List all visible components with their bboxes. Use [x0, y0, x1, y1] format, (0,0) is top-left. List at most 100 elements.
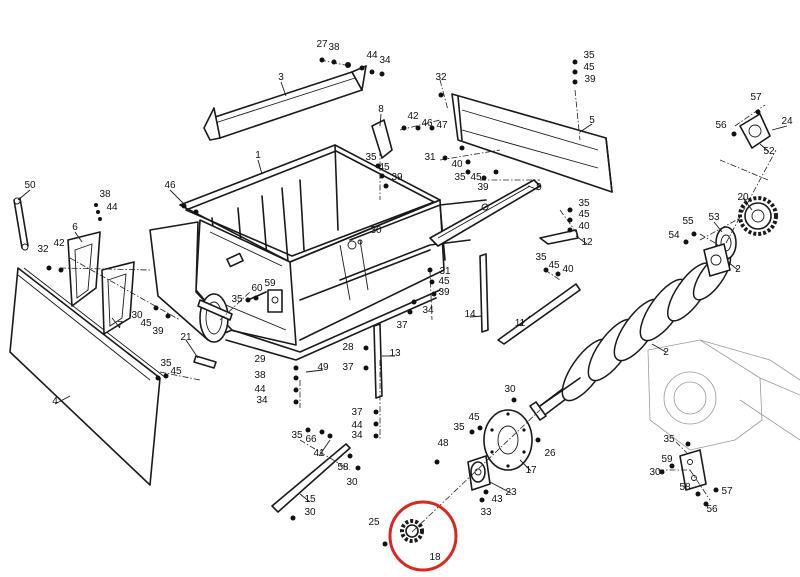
part-6-plate [67, 231, 101, 307]
part-label-23: 23 [505, 487, 517, 498]
part-label-37: 37 [342, 362, 354, 373]
part-label-13: 13 [389, 348, 401, 359]
part-label-50: 50 [24, 180, 36, 191]
part-label-3: 3 [278, 72, 284, 83]
part-13-post [373, 323, 383, 399]
part-label-38: 38 [99, 189, 111, 200]
part-label-30: 30 [370, 225, 382, 236]
part-label-46: 46 [164, 180, 176, 191]
part-label-28: 28 [342, 342, 354, 353]
part-3-top-cover [203, 65, 367, 141]
part-label-45: 45 [468, 412, 480, 423]
part-label-44: 44 [106, 202, 118, 213]
part-label-35: 35 [160, 358, 172, 369]
part-12-blade [539, 229, 579, 245]
part-label-39: 39 [152, 326, 164, 337]
part-label-33: 33 [480, 507, 492, 518]
part-label-44: 44 [366, 50, 378, 61]
part-label-4: 4 [52, 396, 58, 407]
part-label-40: 40 [562, 264, 574, 275]
part-label-40: 40 [578, 221, 590, 232]
part-label-45: 45 [578, 209, 590, 220]
part-label-56: 56 [706, 504, 718, 515]
part-label-45: 45 [170, 366, 182, 377]
highlight-circle [388, 500, 458, 572]
part-5-rear-cover [451, 93, 613, 193]
part-17-flange [483, 409, 533, 471]
part-52-flange [739, 113, 771, 149]
part-label-54: 54 [668, 230, 680, 241]
part-label-35: 35 [578, 198, 590, 209]
part-11-bar [497, 283, 581, 345]
part-label-46: 46 [421, 118, 433, 129]
part-label-31: 31 [439, 266, 451, 277]
part-15-bar [271, 443, 351, 513]
part-label-20: 20 [737, 192, 749, 203]
part-20-sprocket [738, 196, 778, 236]
part-label-37: 37 [396, 320, 408, 331]
part-label-18: 18 [429, 552, 441, 563]
part-label-45: 45 [470, 172, 482, 183]
part-label-30: 30 [504, 384, 516, 395]
part-label-35: 35 [663, 434, 675, 445]
part-label-39: 39 [391, 172, 403, 183]
part-2-auger [529, 251, 732, 421]
part-label-35: 35 [365, 152, 377, 163]
part-label-1: 1 [255, 150, 261, 161]
part-label-30: 30 [649, 467, 661, 478]
part-label-52: 52 [763, 146, 775, 157]
part-label-40: 40 [451, 159, 463, 170]
part-label-42: 42 [53, 238, 65, 249]
part-label-30: 30 [346, 477, 358, 488]
part-9-channel [429, 179, 541, 247]
part-label-26: 26 [544, 448, 556, 459]
part-number-labels: 1223456789111213141517182021232425262728… [24, 39, 793, 563]
part-7-plate [101, 261, 135, 335]
part-label-15: 15 [304, 494, 316, 505]
part-label-34: 34 [379, 55, 391, 66]
part-label-25: 25 [368, 517, 380, 528]
part-label-35: 35 [454, 172, 466, 183]
part-label-7: 7 [117, 320, 123, 331]
part-label-49: 49 [317, 362, 329, 373]
part-4-side-panel [9, 267, 167, 486]
part-label-35: 35 [291, 430, 303, 441]
part-label-34: 34 [422, 305, 434, 316]
part-label-14: 14 [464, 309, 476, 320]
part-label-24: 24 [781, 116, 793, 127]
part-53-bearing [703, 226, 737, 277]
part-label-38: 38 [254, 370, 266, 381]
part-18-sprocket [400, 519, 424, 543]
part-label-21: 21 [180, 332, 192, 343]
part-label-5: 5 [589, 115, 595, 126]
part-50-bracket [13, 197, 29, 251]
part-label-59: 59 [661, 454, 673, 465]
part-label-30: 30 [304, 507, 316, 518]
part-1-hopper-frame [149, 144, 445, 361]
part-label-35: 35 [453, 422, 465, 433]
part-label-58: 58 [337, 462, 349, 473]
leader-lines [17, 81, 788, 503]
background-gearbox-sketch [647, 339, 800, 451]
part-label-41: 41 [313, 448, 325, 459]
part-label-53: 53 [708, 212, 720, 223]
part-21-block [193, 355, 217, 369]
part-label-6: 6 [72, 222, 78, 233]
part-label-39: 39 [477, 182, 489, 193]
part-label-45: 45 [378, 162, 390, 173]
tensioner-bracket [679, 449, 707, 491]
part-label-34: 34 [256, 395, 268, 406]
part-label-30: 30 [131, 310, 143, 321]
part-label-42: 42 [407, 111, 419, 122]
part-label-60: 60 [251, 283, 263, 294]
part-label-44: 44 [254, 384, 266, 395]
part-label-9: 9 [536, 182, 542, 193]
part-label-2: 2 [735, 264, 741, 275]
part-label-35: 35 [535, 252, 547, 263]
part-label-17: 17 [525, 465, 537, 476]
part-label-38: 38 [328, 42, 340, 53]
part-label-35: 35 [583, 50, 595, 61]
part-label-48: 48 [437, 438, 449, 449]
part-14-post [479, 253, 489, 333]
